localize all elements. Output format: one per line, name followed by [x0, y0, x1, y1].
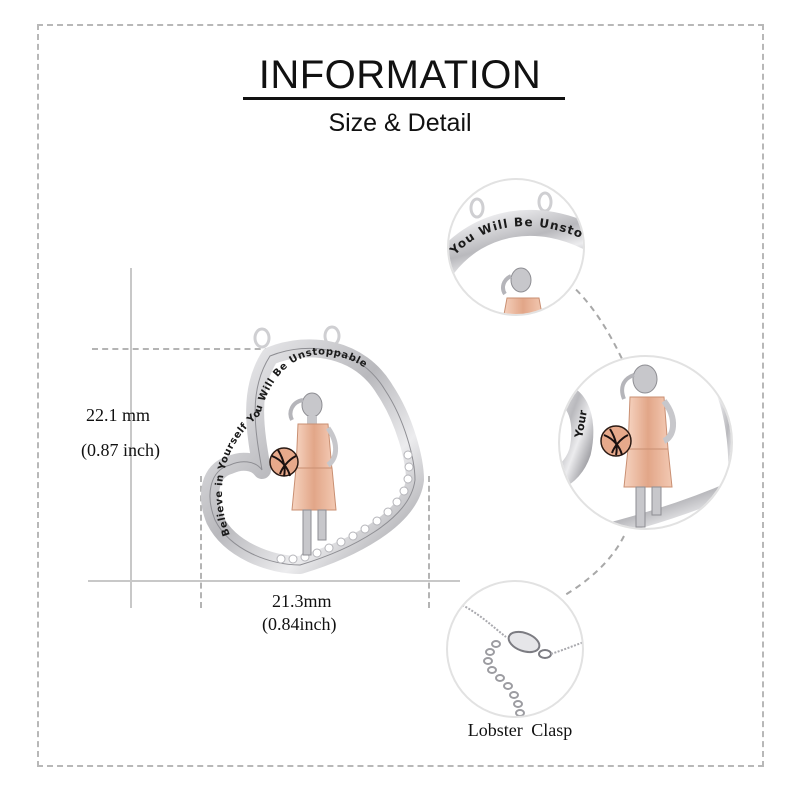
engraving-closeup-icon: You Will Be Unsto: [449, 191, 583, 314]
page-title: INFORMATION: [258, 53, 542, 97]
height-inch-label: (0.87 inch): [81, 440, 160, 460]
detail-circle-clasp: [446, 580, 584, 718]
detail-circle-figure: Your: [558, 355, 733, 530]
detail-circle-engraving: You Will Be Unsto: [447, 178, 585, 316]
top-dashed-guide: [92, 348, 342, 350]
svg-text:Your: Your: [572, 409, 590, 440]
width-mm-label: 21.3mm: [272, 591, 332, 611]
dashed-frame-border: [37, 24, 764, 767]
height-mm-label: 22.1 mm: [86, 405, 151, 425]
left-dashed-guide: [200, 476, 202, 608]
heart-pendant-icon: Believe in Yourself You Will Be Unstoppa…: [201, 325, 424, 574]
title-underline: [243, 97, 565, 100]
figure-closeup-icon: Your: [560, 364, 731, 528]
height-guide-line: [130, 268, 132, 608]
heart-pendant-image: Believe in Yourself You Will Be Unstoppa…: [200, 320, 440, 580]
bottom-guide-line: [88, 580, 460, 582]
lobster-clasp-icon: [455, 601, 582, 716]
svg-text:Believe in Yourself You Will B: Believe in Yourself You Will Be Unstoppa…: [214, 347, 369, 538]
right-dashed-guide: [428, 476, 430, 608]
width-inch-label: (0.84inch): [262, 614, 337, 634]
lobster-clasp-caption: Lobster Clasp: [467, 720, 573, 740]
connector-dashed-arc: [564, 281, 633, 596]
page-subtitle: Size & Detail: [328, 109, 472, 137]
